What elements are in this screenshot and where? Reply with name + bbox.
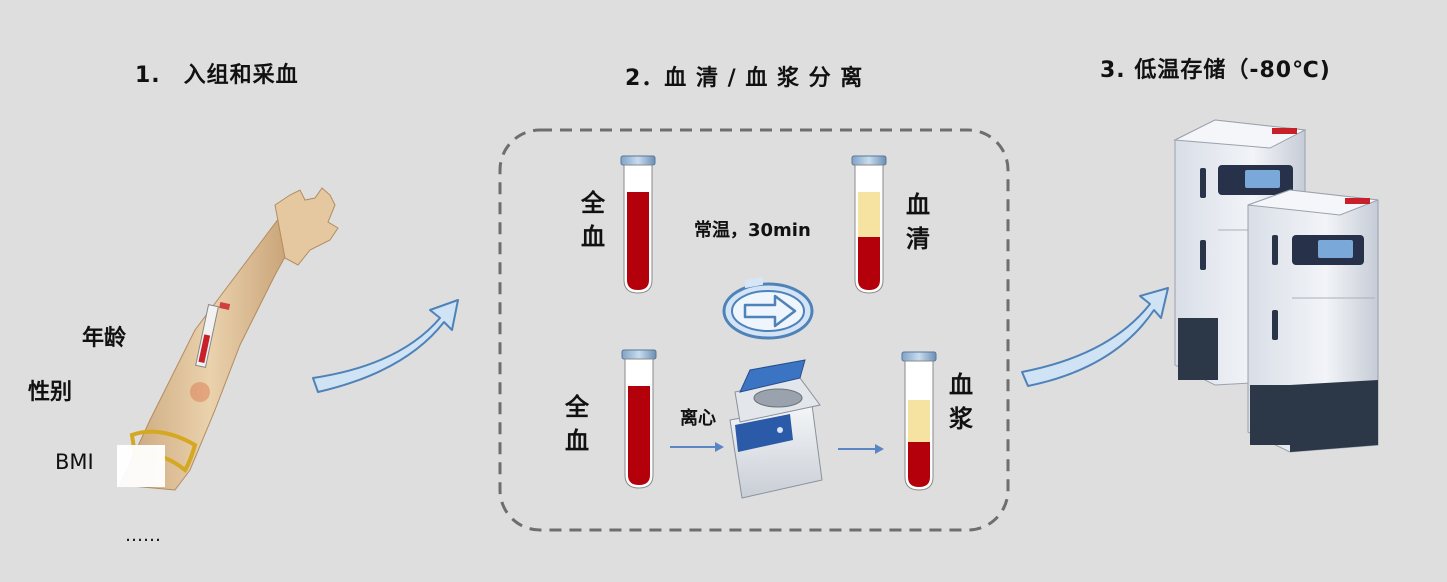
label-serum: 血清 — [906, 191, 930, 253]
arrow-to-centrifuge-icon — [670, 442, 724, 452]
info-more: …… — [125, 525, 161, 546]
label-centrifuge: 离心 — [680, 408, 716, 429]
tube-whole-blood-top — [620, 155, 656, 294]
info-age: 年龄 — [82, 326, 127, 351]
step3-title: 3. 低温存储（-80℃) — [1100, 58, 1331, 83]
arrow-from-centrifuge-icon — [838, 444, 884, 454]
step2-title: 2．血 清 / 血 浆 分 离 — [625, 66, 864, 91]
info-sex: 性别 — [28, 380, 73, 405]
label-plasma: 血浆 — [949, 371, 973, 433]
label-condition: 常温，30min — [694, 220, 811, 241]
tube-plasma — [901, 351, 937, 491]
tube-whole-blood-bottom — [621, 349, 657, 489]
freezer-front-icon — [1247, 189, 1379, 453]
label-whole-blood-top: 全血 — [581, 189, 605, 251]
info-bmi: BMI — [55, 450, 94, 474]
tube-serum — [851, 155, 887, 294]
step1-title: 1. 入组和采血 — [135, 63, 299, 88]
label-whole-blood-bottom: 全血 — [565, 393, 589, 455]
